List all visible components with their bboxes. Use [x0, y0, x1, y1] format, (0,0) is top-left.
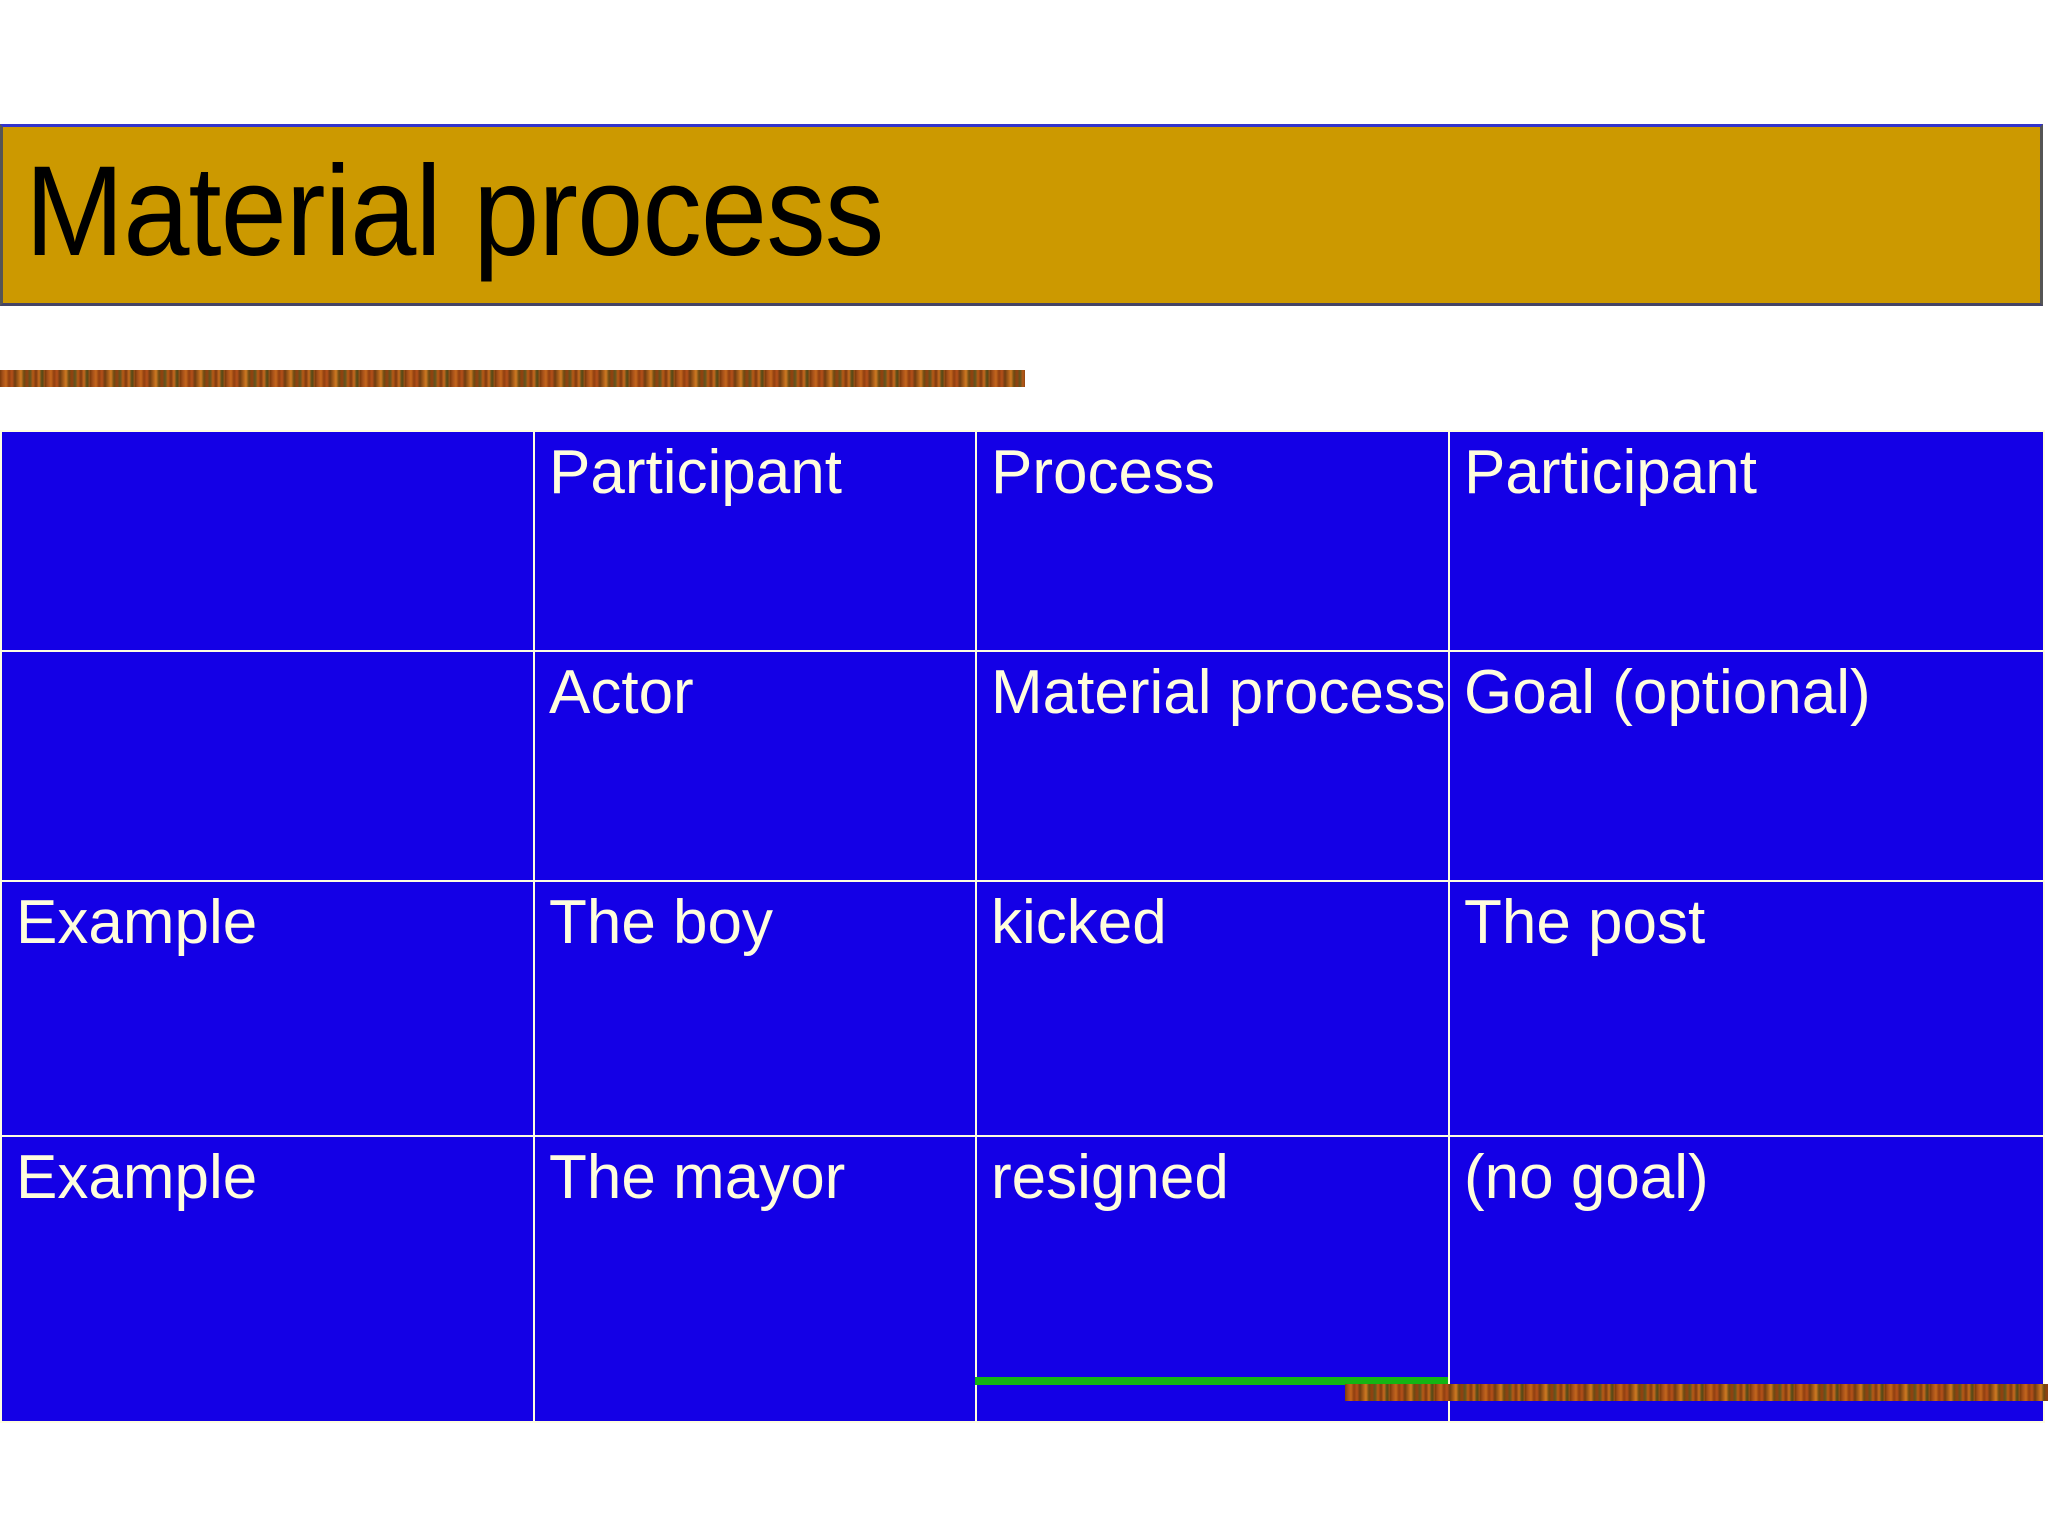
table-cell-row1-col0 [0, 650, 535, 882]
table-cell-row2-col3: The post [1448, 880, 2045, 1137]
table-cell-row2-col1: The boy [533, 880, 977, 1137]
decorative-strip-bottom [1345, 1384, 2048, 1401]
process-column-underline [975, 1377, 1448, 1385]
page-title: Material process [25, 140, 884, 283]
decorative-strip-top [0, 370, 1025, 387]
material-process-table: Participant Process Participant Actor Ma… [0, 430, 2045, 1423]
table-cell-row1-col2: Material process [975, 650, 1450, 882]
slide-title-bar: Material process [0, 124, 2043, 306]
table-cell-row3-col3: (no goal) [1448, 1135, 2045, 1423]
table-cell-row0-col3: Participant [1448, 430, 2045, 652]
table-row: Actor Material process Goal (optional) [0, 650, 2045, 882]
table-cell-row0-col0 [0, 430, 535, 652]
table-cell-row2-col0: Example [0, 880, 535, 1137]
table-cell-row1-col1: Actor [533, 650, 977, 882]
table-cell-row3-col1: The mayor [533, 1135, 977, 1423]
table-row: Example The mayor resigned (no goal) [0, 1135, 2045, 1423]
table-cell-row0-col2: Process [975, 430, 1450, 652]
table-row: Example The boy kicked The post [0, 880, 2045, 1137]
table-cell-row0-col1: Participant [533, 430, 977, 652]
table-cell-row3-col2: resigned [975, 1135, 1450, 1423]
table-cell-row2-col2: kicked [975, 880, 1450, 1137]
table-cell-row1-col3: Goal (optional) [1448, 650, 2045, 882]
table-cell-row3-col0: Example [0, 1135, 535, 1423]
table-row: Participant Process Participant [0, 430, 2045, 652]
